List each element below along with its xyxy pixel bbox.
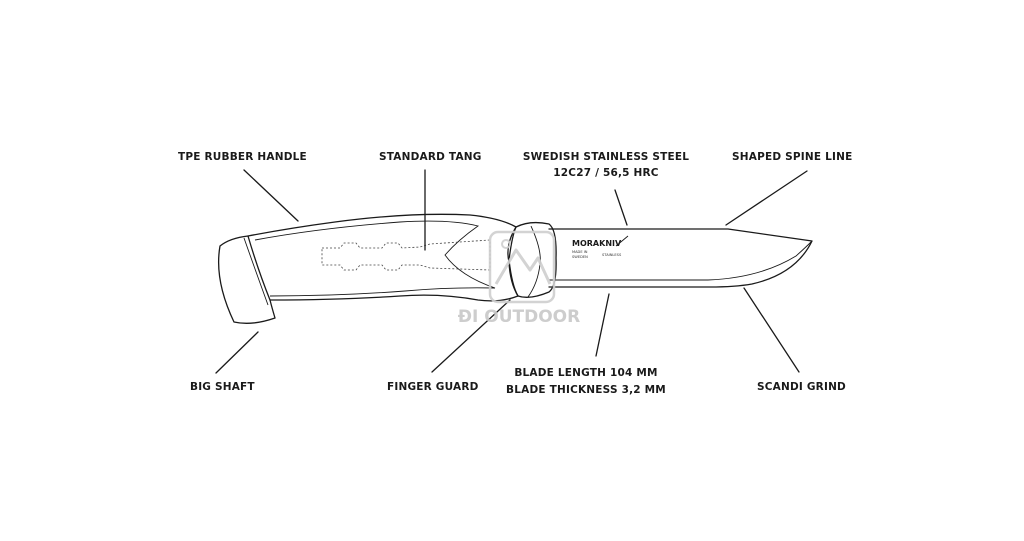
leader-tpe-rubber-handle — [243, 169, 299, 222]
label-big-shaft: BIG SHAFT — [190, 381, 255, 393]
pommel-seam — [243, 237, 269, 306]
blade-outline — [548, 228, 813, 288]
label-steel-line1: SWEDISH STAINLESS STEEL — [523, 151, 689, 163]
blade-grind-line — [549, 240, 813, 281]
label-scandi-grind: SCANDI GRIND — [757, 381, 846, 393]
leader-swedish-steel — [614, 189, 628, 226]
leader-big-shaft — [215, 331, 259, 374]
watermark-text: ĐI OUTDOOR — [458, 307, 580, 327]
watermark-logo-icon — [488, 230, 556, 304]
callout-lines — [215, 169, 808, 374]
blade-made-in-text: MADE IN — [572, 250, 588, 254]
handle-inner-contour — [254, 220, 496, 297]
label-standard-tang: STANDARD TANG — [379, 151, 482, 163]
tang-outline — [321, 239, 491, 271]
pommel — [217, 235, 276, 324]
watermark: ĐI OUTDOOR — [458, 230, 580, 327]
blade-steel-mark: STAINLESS — [602, 253, 622, 257]
callout-labels: TPE RUBBER HANDLE STANDARD TANG SWEDISH … — [178, 151, 852, 396]
label-blade-line1: BLADE LENGTH 104 MM — [514, 367, 657, 379]
leader-blade-length — [595, 293, 610, 357]
leader-shaped-spine — [725, 170, 808, 226]
leader-scandi-grind — [743, 287, 800, 373]
label-blade-line2: BLADE THICKNESS 3,2 MM — [506, 384, 666, 396]
label-finger-guard: FINGER GUARD — [387, 381, 479, 393]
blade-brand-text: MORAKNIV — [572, 239, 622, 248]
leader-finger-guard — [431, 299, 511, 373]
blade-country-text: SWEDEN — [572, 255, 588, 259]
blade-brand-slash — [615, 235, 629, 247]
label-steel-line2: 12C27 / 56,5 HRC — [553, 167, 659, 179]
label-shaped-spine-line: SHAPED SPINE LINE — [732, 151, 852, 163]
label-tpe-rubber-handle: TPE RUBBER HANDLE — [178, 151, 307, 163]
